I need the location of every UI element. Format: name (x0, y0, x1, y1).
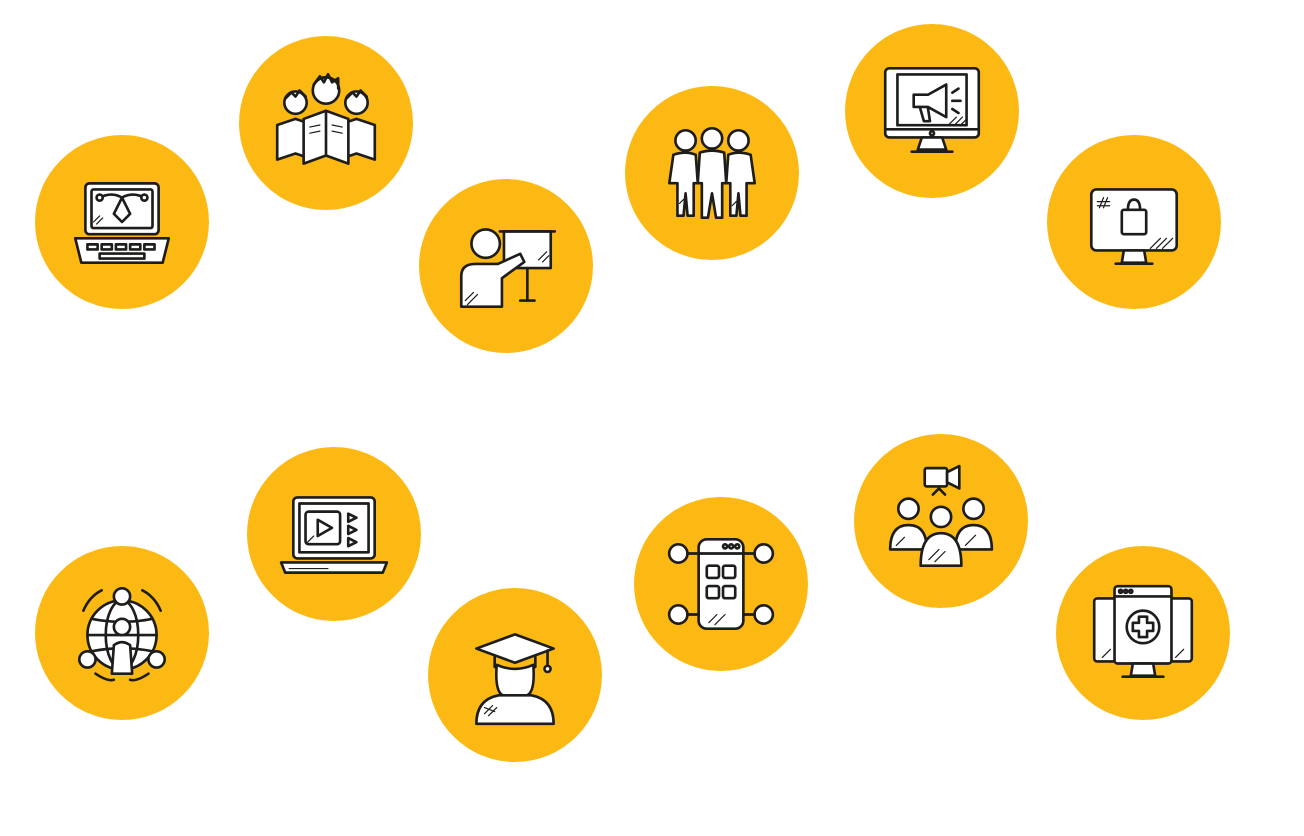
badge-global-network (31, 542, 213, 724)
mobile-app-network-icon (667, 537, 775, 631)
video-conference-icon (888, 464, 994, 568)
global-network-icon (77, 586, 167, 682)
badge-graduate (424, 584, 606, 766)
badge-team (621, 82, 803, 264)
badge-video-conference (850, 430, 1032, 612)
monitor-medical-icon (1092, 584, 1194, 679)
badge-presenter (415, 175, 597, 357)
laptop-design-icon (73, 182, 171, 264)
badge-monitor-medical (1052, 542, 1234, 724)
monitor-megaphone-icon (883, 66, 981, 153)
badge-mobile-app (630, 493, 812, 675)
presenter-board-icon (459, 228, 557, 308)
badge-monitor-shopping (1043, 131, 1225, 313)
team-people-icon (667, 126, 757, 220)
graduate-student-icon (475, 633, 555, 726)
group-reading-icon (275, 72, 377, 165)
badge-laptop-video (243, 443, 425, 625)
laptop-video-icon (279, 496, 389, 574)
badge-group-reading (235, 32, 417, 214)
badge-monitor-megaphone (841, 20, 1023, 202)
monitor-shopping-bag-icon (1089, 188, 1179, 266)
badge-laptop-design (31, 131, 213, 313)
